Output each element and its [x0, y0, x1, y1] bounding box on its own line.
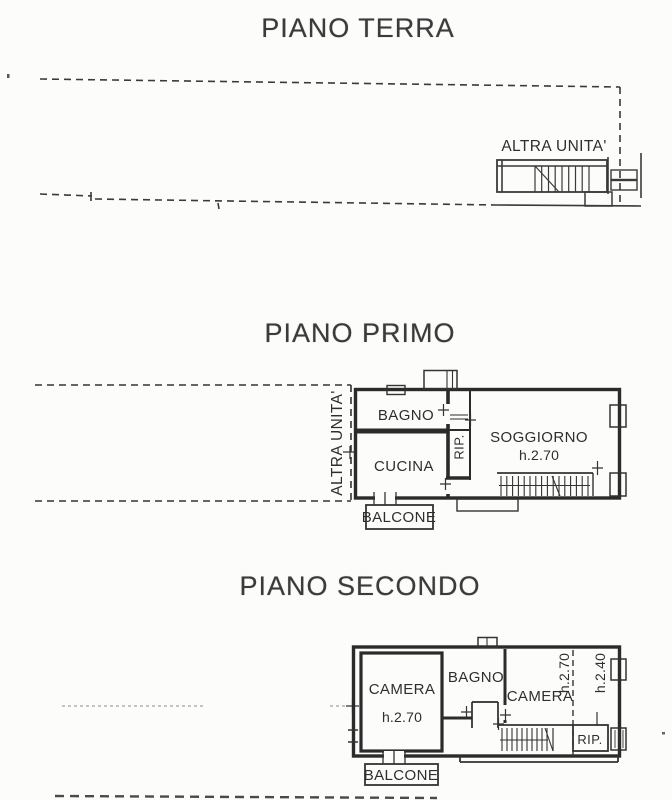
wall-camera1	[359, 651, 444, 753]
stair-treads	[534, 166, 590, 192]
stair-landing-lower	[584, 191, 613, 207]
stair-break-line	[551, 475, 561, 497]
floor-title-piano-secondo: PIANO SECONDO	[239, 571, 481, 601]
boundary-tick	[217, 202, 220, 210]
room-label-balcone-secondo: BALCONE	[364, 767, 439, 784]
room-label-soggiorno: SOGGIORNO	[490, 429, 588, 446]
plan-piano-terra: ALTRA UNITA'	[7, 74, 642, 210]
height-label-camera2-low: h.2.40	[592, 653, 608, 693]
chimney	[423, 369, 458, 390]
building-base-line	[495, 204, 642, 207]
room-label-camera1: CAMERA	[369, 681, 436, 698]
dimension-cross	[592, 461, 603, 475]
other-unit-boundary	[35, 384, 352, 502]
plan-piano-secondo: CAMERA h.2.70 BAGNO CAMERA h.2.70 h.2.40…	[54, 636, 665, 800]
room-label-camera2: CAMERA	[507, 688, 574, 705]
other-unit-boundary	[39, 78, 621, 206]
staircase-first-floor	[497, 461, 603, 497]
chimney	[477, 636, 498, 649]
room-label-rip-primo: RIP.	[452, 434, 467, 459]
door-ticks	[382, 750, 406, 764]
room-label-bagno-secondo: BAGNO	[448, 669, 504, 686]
windows-right-wall	[609, 404, 627, 497]
wall-bagno	[443, 649, 507, 728]
stair-break-line	[544, 727, 554, 752]
door-marks	[461, 706, 598, 730]
windows-right-wall	[610, 658, 627, 751]
room-label-altra-unita-terra: ALTRA UNITA'	[501, 138, 606, 155]
height-label-soggiorno: h.2.70	[519, 447, 559, 463]
height-label-camera2-high: h.2.70	[556, 653, 572, 693]
base-band	[459, 756, 619, 763]
scan-artifact	[7, 74, 10, 78]
window-ticks-left	[348, 729, 358, 743]
height-label-camera1: h.2.70	[382, 709, 422, 725]
stair-break-line	[534, 165, 560, 193]
room-label-altra-unita-primo: ALTRA UNITA'	[329, 390, 346, 495]
exterior-walls	[353, 387, 622, 500]
door-ticks	[373, 492, 397, 505]
landing-step	[456, 498, 519, 512]
scan-artifact	[662, 732, 665, 735]
balcony-first-floor	[365, 498, 519, 530]
staircase-ground	[496, 153, 642, 207]
scan-artifact-bottom	[54, 794, 438, 800]
door-marks	[438, 404, 476, 490]
staircase-second-floor	[498, 724, 573, 752]
interior-walls	[357, 391, 471, 497]
room-label-cucina: CUCINA	[374, 458, 434, 475]
floor-title-piano-primo: PIANO PRIMO	[264, 318, 456, 348]
top-wall-niche	[386, 384, 406, 396]
floor-title-piano-terra: PIANO TERRA	[261, 13, 455, 43]
room-label-rip-secondo: RIP.	[577, 732, 602, 747]
plan-piano-primo: ALTRA UNITA' BAGNO CUCINA RIP. SOGGIORNO…	[35, 369, 627, 530]
room-label-balcone-primo: BALCONE	[362, 509, 437, 526]
room-label-bagno-primo: BAGNO	[378, 407, 434, 424]
wall-rip	[572, 724, 609, 752]
balcony-second-floor	[364, 763, 439, 786]
